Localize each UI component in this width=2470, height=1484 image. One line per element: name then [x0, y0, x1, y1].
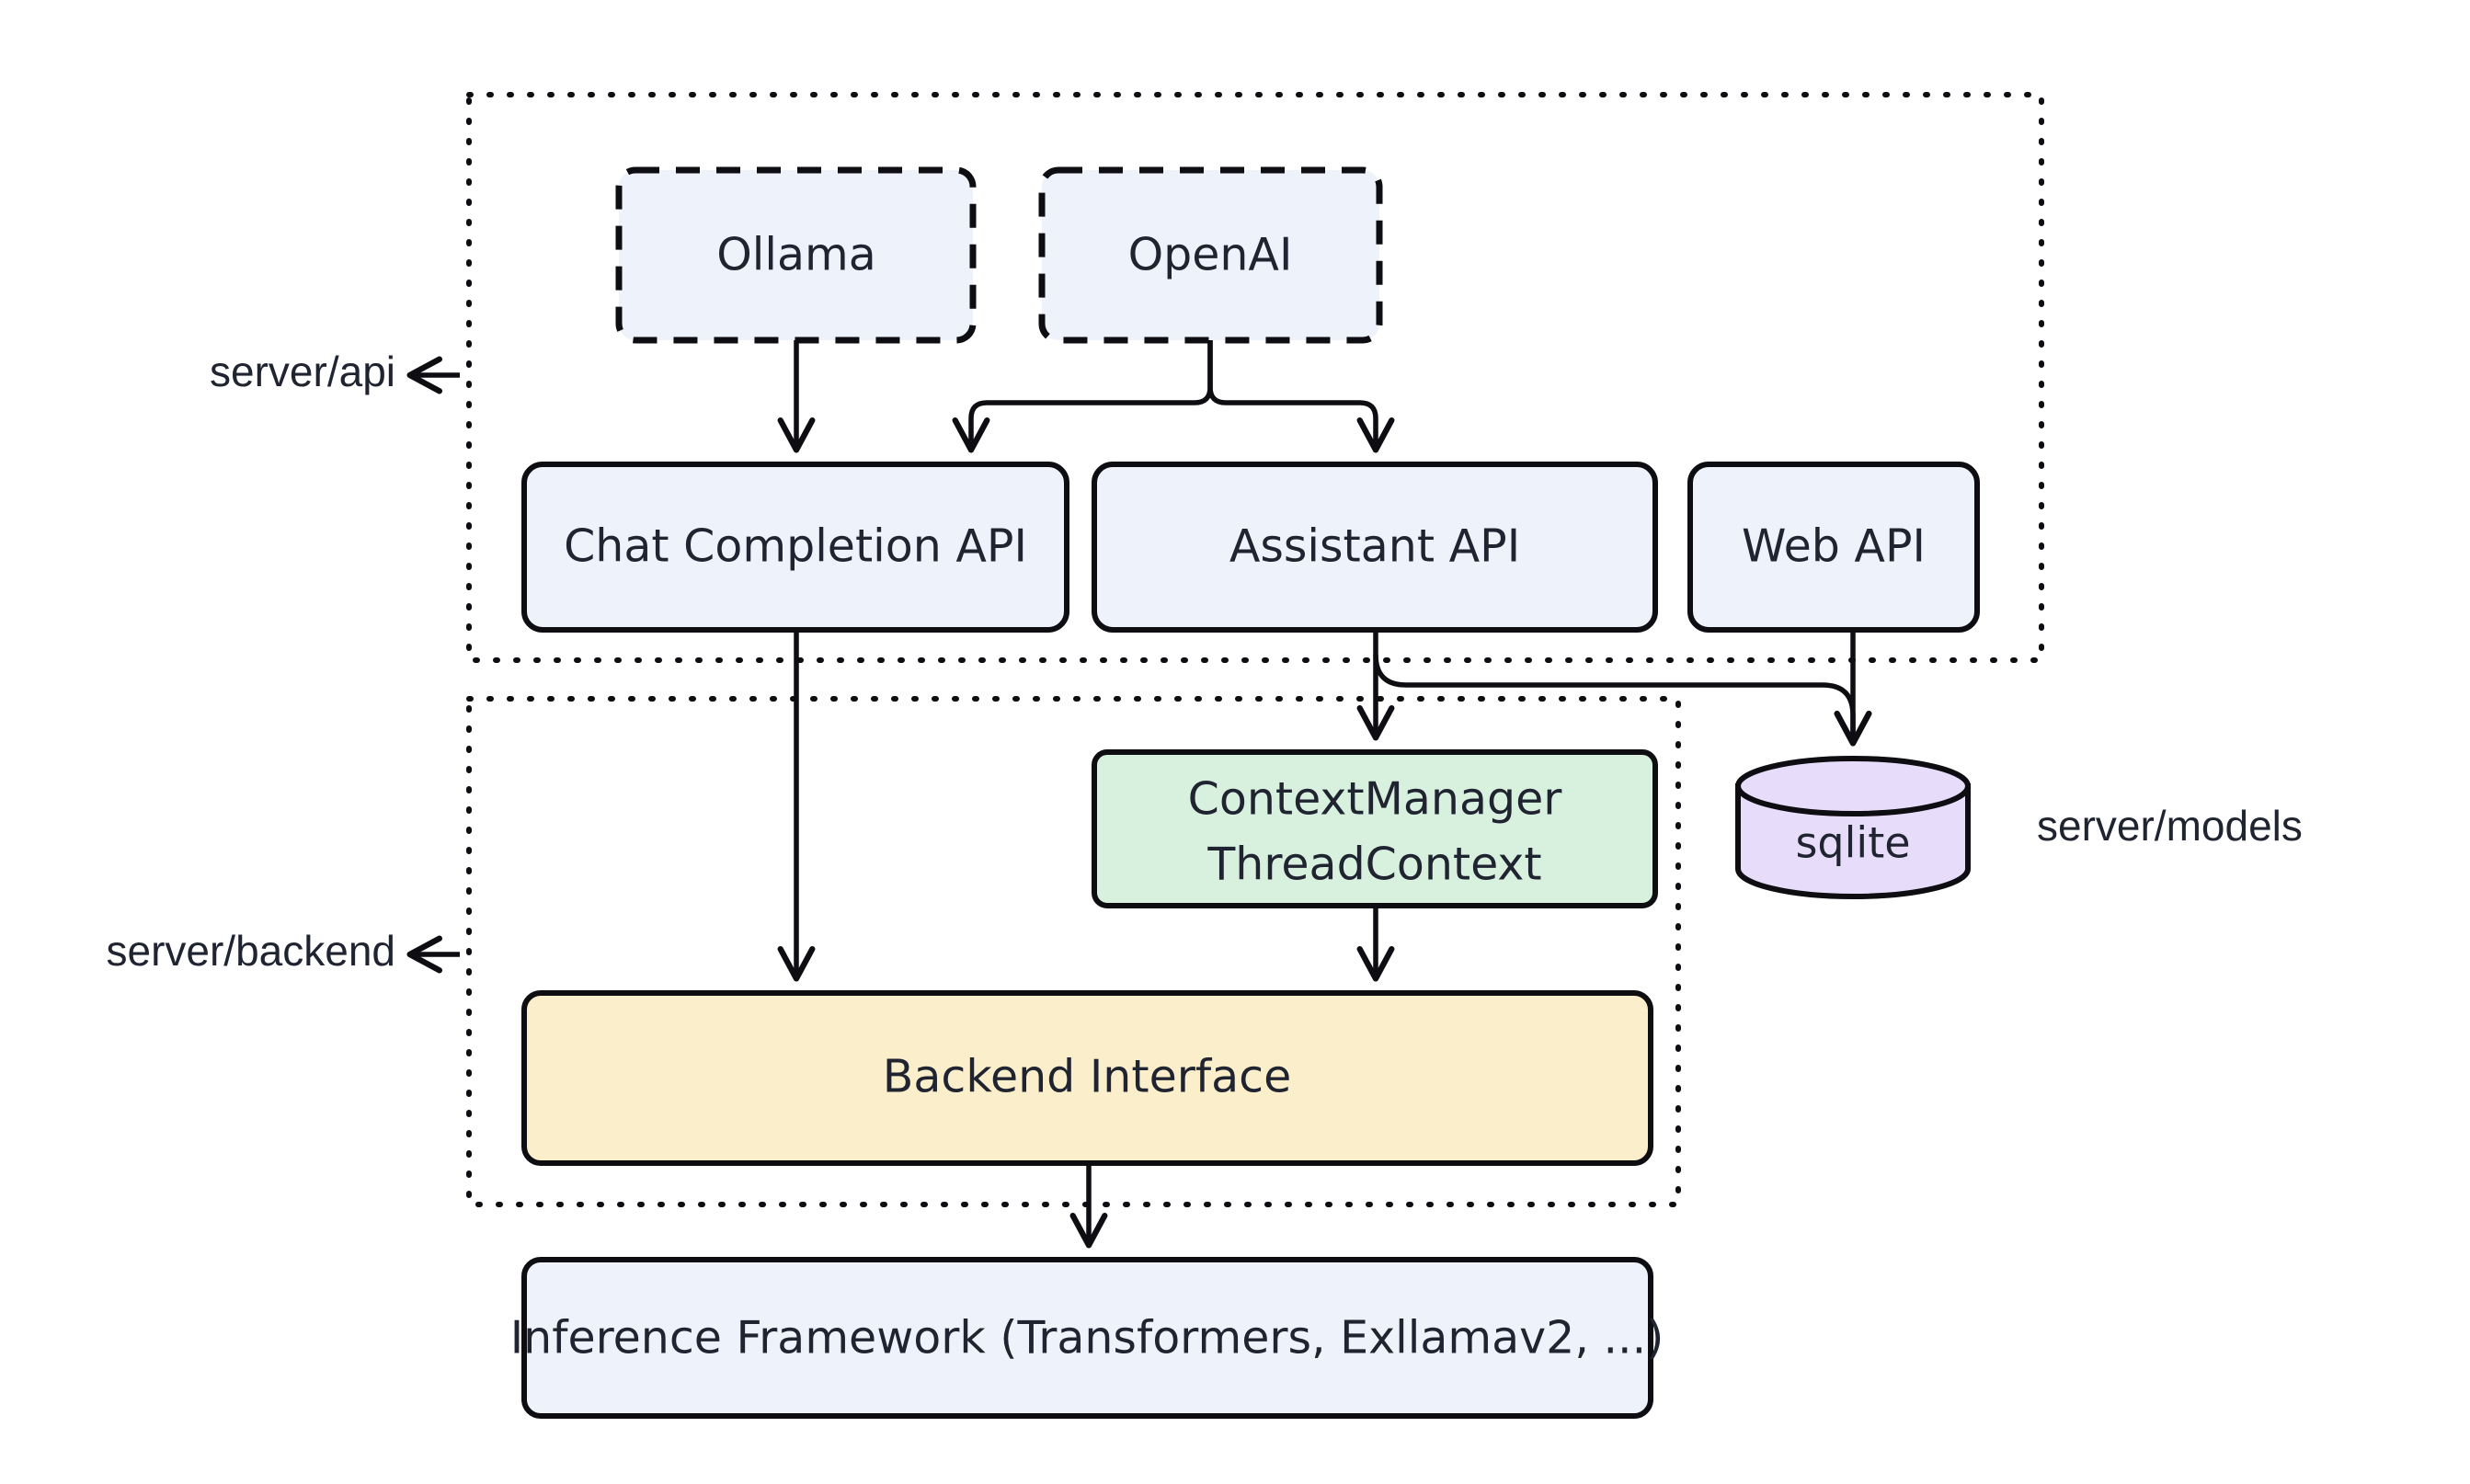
group-pointers	[406, 356, 460, 974]
node-inference-framework[interactable]: Inference Framework (Transformers, Exlla…	[510, 1257, 1664, 1419]
web-api-label: Web API	[1742, 520, 1926, 573]
inference-framework-box[interactable]	[521, 1257, 1653, 1419]
thread-context-label: ThreadContext	[1206, 839, 1541, 891]
group-label-server-api: server/api	[210, 348, 395, 395]
backend-interface-label: Backend Interface	[883, 1051, 1291, 1103]
web-api-box[interactable]	[1687, 462, 1980, 633]
sqlite-label: sqlite	[1795, 818, 1910, 868]
assistant-api-box[interactable]	[1092, 462, 1658, 633]
group-box-server-api	[466, 92, 2044, 663]
sqlite-cylinder-top	[1735, 756, 1971, 816]
node-web-api[interactable]: Web API	[1687, 462, 1980, 633]
assistant-api-label: Assistant API	[1229, 520, 1520, 573]
edge-openai-to-chat-completion-api	[952, 340, 1213, 453]
ollama-label: Ollama	[716, 229, 876, 281]
context-manager-box[interactable]	[1092, 749, 1658, 908]
node-openai[interactable]: OpenAI	[1038, 166, 1383, 344]
node-chat-completion-api[interactable]: Chat Completion API	[521, 462, 1069, 633]
node-backend-interface[interactable]: Backend Interface	[521, 990, 1653, 1166]
openai-label: OpenAI	[1128, 229, 1293, 281]
node-assistant-api[interactable]: Assistant API	[1092, 462, 1658, 633]
backend-interface-box[interactable]	[521, 990, 1653, 1166]
group-label-server-models: server/models	[2037, 802, 2303, 850]
group-label-server-backend: server/backend	[107, 927, 396, 975]
node-ollama[interactable]: Ollama	[615, 166, 977, 344]
sqlite-cylinder-body[interactable]	[1735, 783, 1971, 899]
edges	[777, 340, 1872, 1249]
edge-assistant-api-to-sqlite	[1373, 654, 1872, 747]
context-manager-label: ContextManager	[1188, 773, 1563, 826]
inference-framework-label: Inference Framework (Transformers, Exlla…	[510, 1312, 1664, 1364]
node-sqlite[interactable]: sqlite	[1735, 756, 1971, 899]
group-containers	[466, 92, 2044, 1207]
group-box-server-backend	[466, 696, 1681, 1207]
chat-completion-api-label: Chat Completion API	[564, 520, 1027, 573]
ollama-box[interactable]	[615, 166, 977, 344]
edge-openai-to-assistant-api	[1207, 340, 1395, 453]
openai-box[interactable]	[1038, 166, 1383, 344]
chat-completion-api-box[interactable]	[521, 462, 1069, 633]
node-context-manager[interactable]: ContextManager ThreadContext	[1092, 749, 1658, 908]
group-labels: server/api server/backend server/models	[107, 348, 2303, 975]
